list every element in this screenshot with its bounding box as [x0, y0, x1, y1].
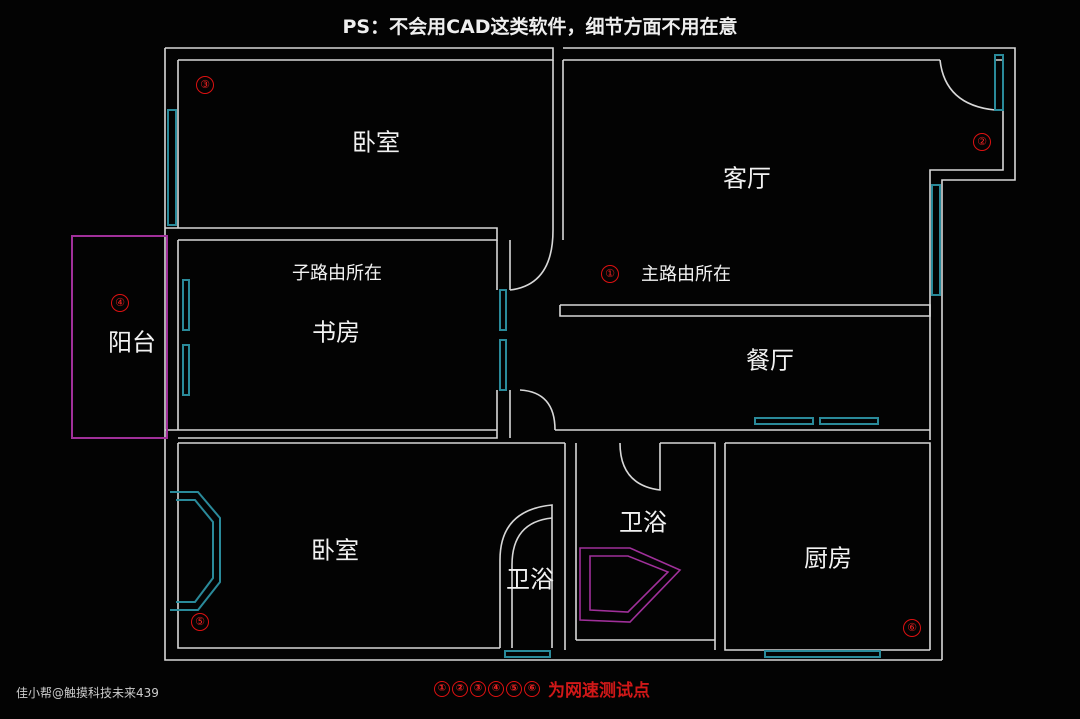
- window: [504, 650, 551, 658]
- room-label-study: 书房: [312, 318, 360, 347]
- test-point-marker-4: ④: [111, 294, 129, 312]
- room-label-living-room: 客厅: [723, 164, 771, 193]
- main-router-label: 主路由所在: [641, 264, 731, 285]
- window: [994, 54, 1004, 111]
- room-label-bedroom-top: 卧室: [352, 128, 400, 157]
- room-label-bathroom-main: 卫浴: [619, 508, 667, 537]
- windows: [167, 54, 1004, 658]
- window: [764, 650, 881, 658]
- window: [182, 344, 190, 396]
- wall: [559, 304, 931, 317]
- bay-window: [170, 491, 221, 611]
- sub-router-label: 子路由所在: [292, 263, 382, 284]
- room-label-dining-room: 餐厅: [746, 346, 794, 375]
- window: [182, 279, 190, 331]
- balcony-outline: [71, 235, 168, 439]
- legend-marker: ⑤: [506, 680, 522, 697]
- door-arc: [519, 389, 556, 431]
- room-label-balcony: 阳台: [108, 328, 156, 357]
- room-label-kitchen: 厨房: [804, 544, 852, 573]
- window: [167, 109, 177, 226]
- window: [754, 417, 814, 425]
- wall: [178, 390, 498, 439]
- wall: [563, 47, 1016, 660]
- test-point-marker-2: ②: [973, 133, 991, 151]
- wall: [164, 48, 560, 661]
- window: [499, 339, 507, 391]
- wall: [165, 47, 554, 61]
- credit-watermark: 佳小帮@触摸科技未来439: [16, 686, 159, 700]
- room-label-bathroom-small: 卫浴: [506, 565, 554, 594]
- door-arc: [509, 229, 554, 291]
- legend-marker: ⑥: [524, 680, 540, 697]
- window: [931, 184, 941, 296]
- legend-text: 为网速测试点: [548, 681, 650, 701]
- wall: [499, 504, 553, 648]
- wall: [177, 443, 500, 649]
- test-point-marker-3: ③: [196, 76, 214, 94]
- legend-marker: ④: [488, 680, 504, 697]
- wall: [725, 442, 931, 650]
- door-arc: [939, 59, 996, 111]
- door-arc: [619, 442, 661, 491]
- note-text: PS：不会用CAD这类软件，细节方面不用在意: [342, 16, 738, 38]
- wall: [929, 59, 1004, 440]
- window: [499, 289, 507, 331]
- test-point-marker-5: ⑤: [191, 613, 209, 631]
- room-label-bedroom-bottom: 卧室: [311, 536, 359, 565]
- bay-window: [176, 499, 214, 603]
- wall: [660, 442, 716, 650]
- test-point-marker-1: ①: [601, 265, 619, 283]
- legend-marker: ①: [434, 680, 450, 697]
- bathtub: [579, 547, 682, 623]
- wall: [511, 517, 553, 648]
- legend-marker: ③: [470, 680, 486, 697]
- legend-marker: ②: [452, 680, 468, 697]
- wall: [165, 227, 498, 241]
- test-point-marker-6: ⑥: [903, 619, 921, 637]
- window: [819, 417, 879, 425]
- legend: ① ② ③ ④ ⑤ ⑥ 为网速测试点: [434, 676, 650, 701]
